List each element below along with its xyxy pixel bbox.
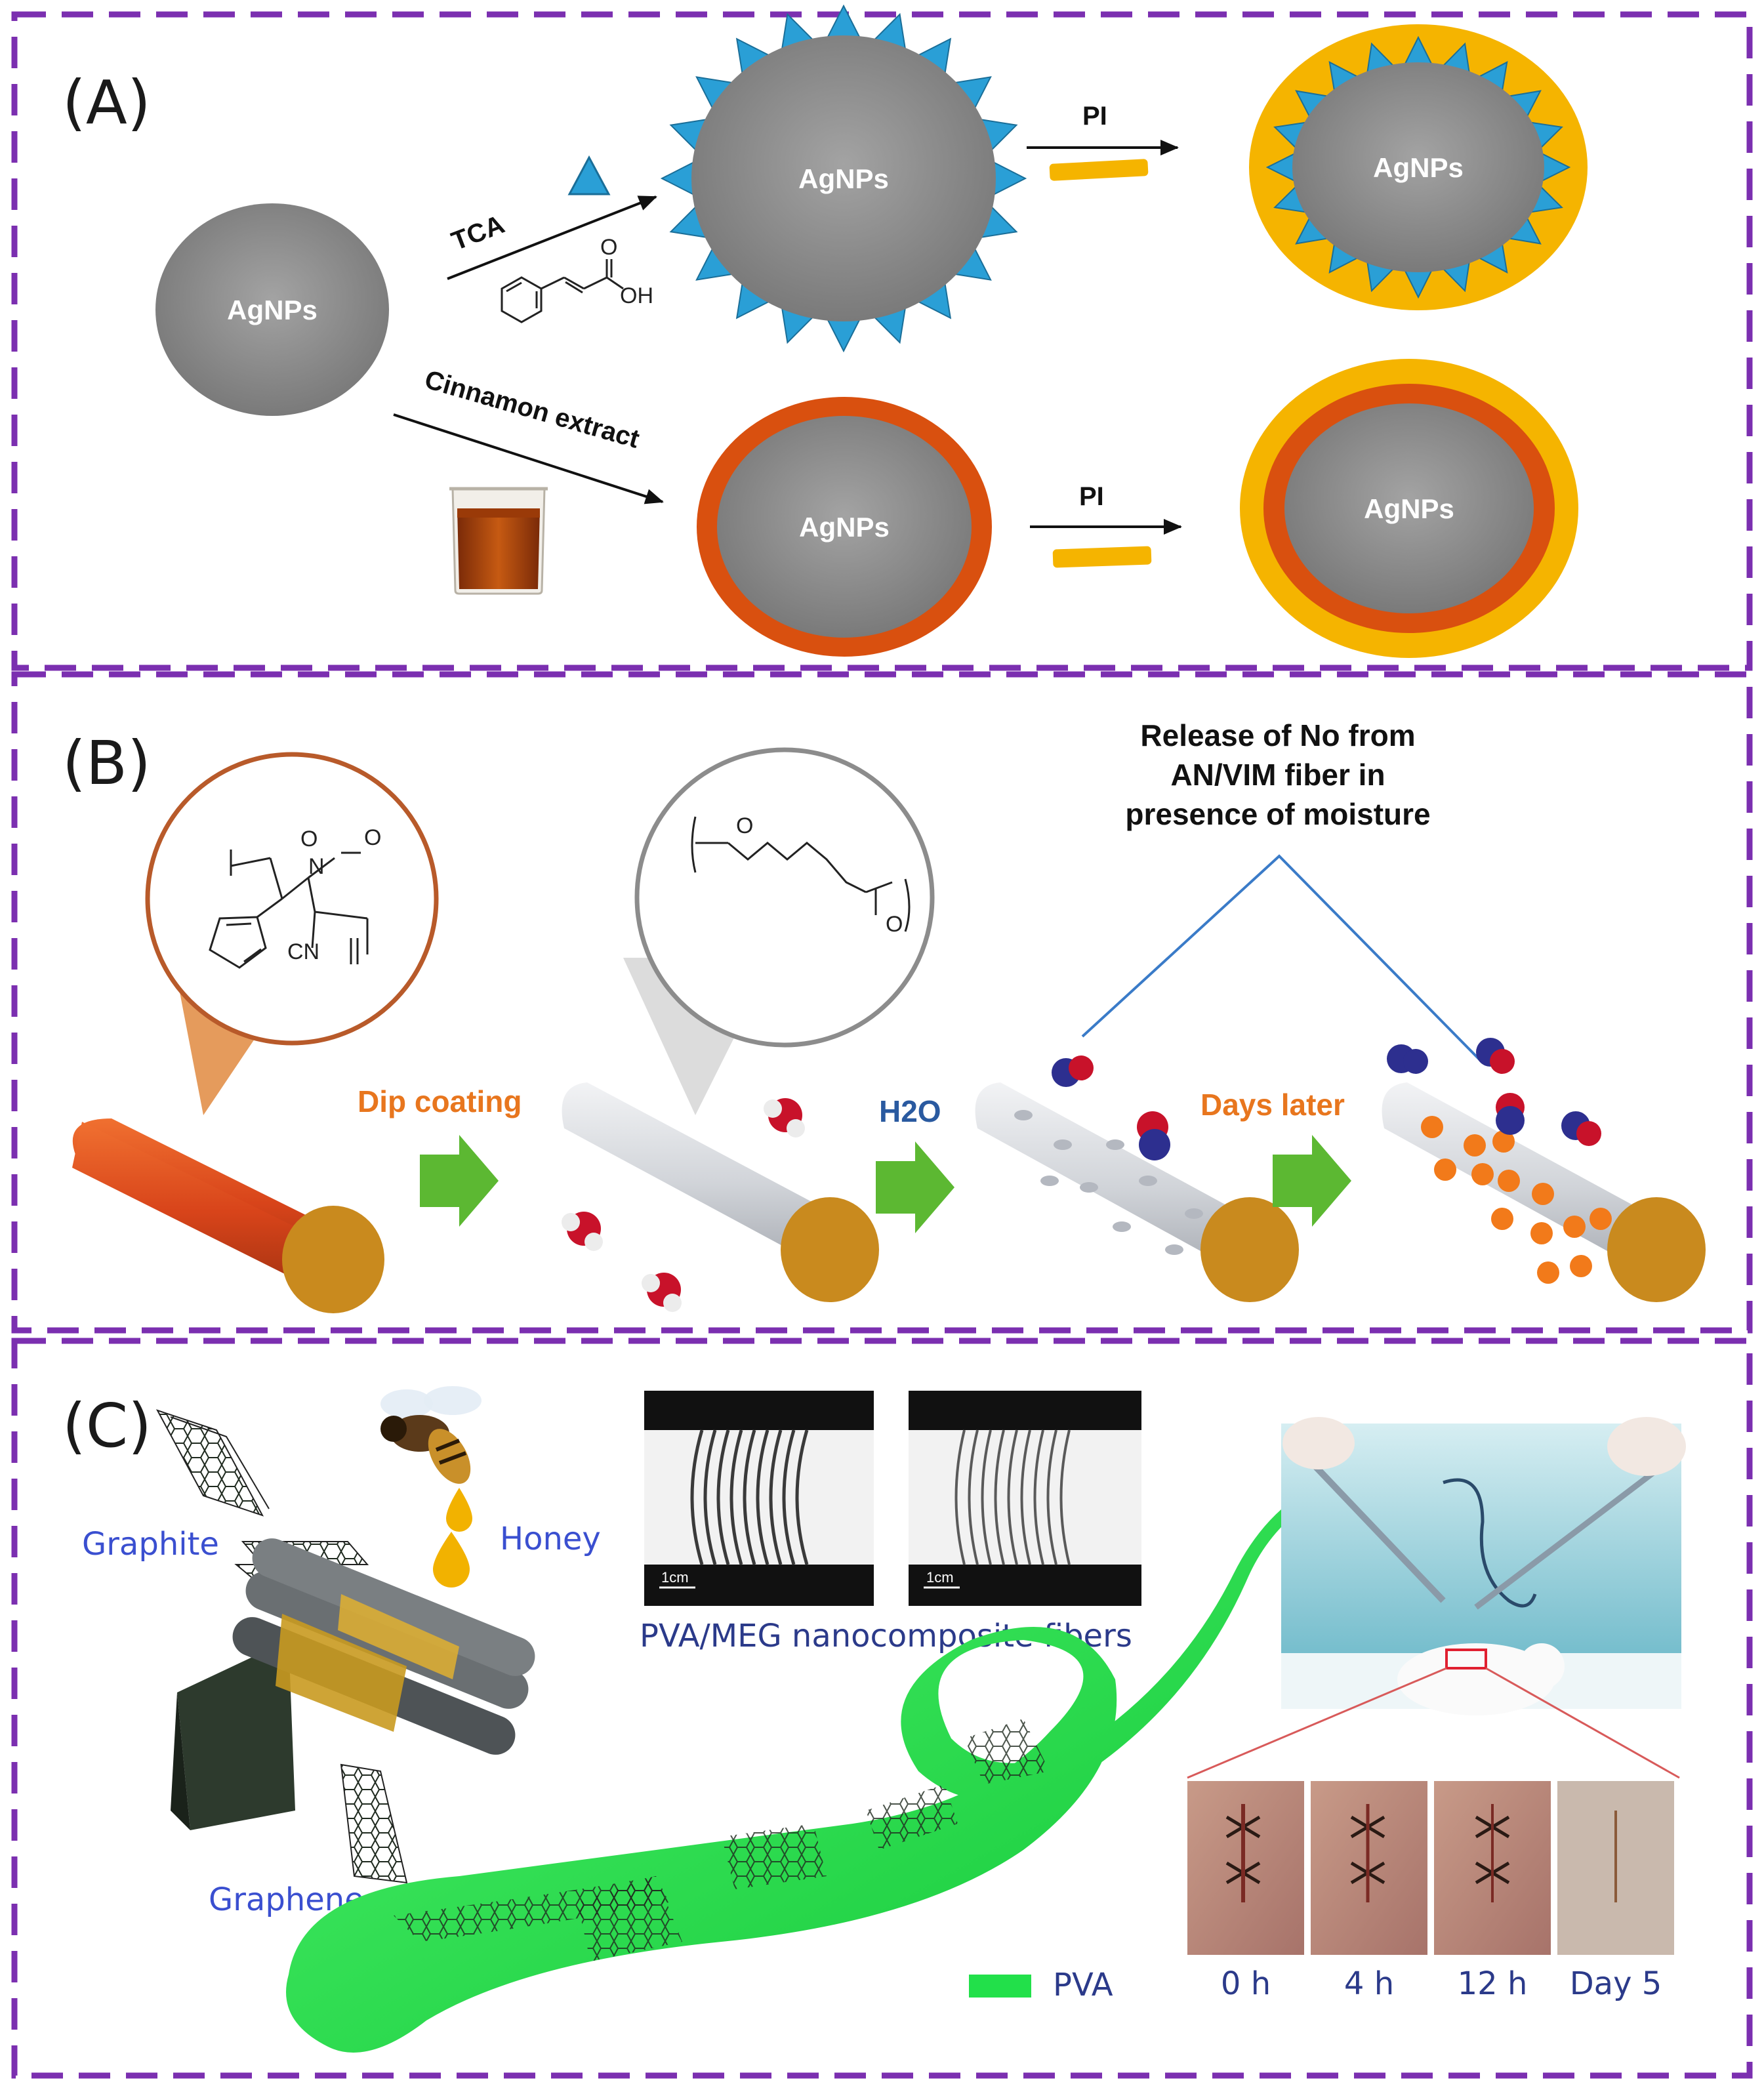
graphite-label: Graphite bbox=[82, 1526, 219, 1563]
agnp-initial-label: AgNPs bbox=[227, 295, 318, 325]
agnp-cinnamon-pi-label: AgNPs bbox=[1364, 493, 1454, 524]
water-molecule-icon bbox=[562, 1212, 603, 1251]
frame-panel-a bbox=[11, 11, 1753, 671]
water-molecule-icon bbox=[642, 1273, 682, 1312]
agnp-cinnamon-coated: AgNPs bbox=[697, 397, 992, 657]
timepoint-day5: Day 5 bbox=[1570, 1965, 1662, 2002]
panel-c: (C) Graphite Honey bbox=[62, 1386, 1686, 2053]
honey-drop-icon bbox=[433, 1532, 470, 1588]
wound-photo-4h bbox=[1311, 1781, 1427, 1955]
green-arrow-2 bbox=[876, 1141, 954, 1233]
panel-b-label: (B) bbox=[62, 728, 151, 798]
surgery-photo bbox=[1281, 1417, 1686, 1715]
tca-label: TCA bbox=[447, 210, 508, 256]
cinnamon-beaker-icon bbox=[449, 487, 548, 595]
cinnamon-label: Cinnamon extract bbox=[422, 365, 643, 453]
released-fiber bbox=[1382, 1082, 1706, 1302]
agnp-cinnamon-pi-coated: AgNPs bbox=[1240, 359, 1578, 658]
scale-bar-label-2: 1cm bbox=[926, 1569, 954, 1586]
frame-panel-b bbox=[11, 671, 1753, 1334]
green-arrow-1 bbox=[420, 1135, 499, 1227]
bee-icon bbox=[380, 1386, 482, 1484]
tca-spikes bbox=[660, 4, 1027, 353]
tca-triangle-icon bbox=[567, 155, 611, 195]
no-molecule-icon bbox=[1387, 1044, 1428, 1074]
agnp-cinnamon-label: AgNPs bbox=[799, 512, 890, 543]
cinnamon-arrow bbox=[393, 413, 664, 504]
water-molecule-icon bbox=[764, 1098, 805, 1137]
panel-c-label: (C) bbox=[62, 1391, 152, 1461]
zoom-line-right bbox=[1485, 1667, 1680, 1779]
tca-arrow bbox=[447, 195, 657, 280]
agnp-initial: AgNPs bbox=[155, 203, 389, 416]
an-vim-structure-icon bbox=[209, 850, 369, 969]
agnp-tca-pi-coated: AgNPs bbox=[1249, 24, 1588, 310]
release-text-line1: Release of No from bbox=[1140, 718, 1415, 752]
zoom-line-left bbox=[1187, 1667, 1447, 1779]
pi-label-bottom: PI bbox=[1079, 482, 1104, 511]
panel-a: (A) AgNPs TCA O OH AgNPs bbox=[62, 4, 1588, 658]
h2o-label: H2O bbox=[879, 1094, 941, 1128]
pva-ribbon bbox=[286, 1496, 1302, 2053]
release-pointer-lines bbox=[1081, 854, 1484, 1064]
agnp-tca-label: AgNPs bbox=[798, 163, 889, 194]
agnp-tca-coated: AgNPs bbox=[660, 4, 1027, 353]
panel-a-label: (A) bbox=[62, 68, 151, 138]
legend-pva-swatch bbox=[969, 1975, 1031, 1998]
wound-photo-day5 bbox=[1557, 1781, 1674, 1955]
timepoint-12h: 12 h bbox=[1458, 1965, 1528, 2002]
pi-label-top: PI bbox=[1082, 102, 1107, 131]
no-molecule-icon bbox=[1561, 1111, 1601, 1146]
frame-panel-c bbox=[11, 1338, 1753, 2079]
green-arrow-3 bbox=[1273, 1135, 1351, 1227]
agnp-tca-pi-label: AgNPs bbox=[1373, 152, 1464, 183]
pi-strip-bottom bbox=[1052, 546, 1152, 568]
honey-drop-icon bbox=[446, 1488, 472, 1532]
dip-coating-label: Dip coating bbox=[358, 1084, 522, 1118]
release-text-line2: AN/VIM fiber in bbox=[1170, 758, 1385, 792]
legend-pva-label: PVA bbox=[1053, 1967, 1113, 2003]
wound-photo-12h bbox=[1434, 1781, 1551, 1955]
pcl-coated-fiber bbox=[562, 1082, 879, 1302]
an-vim-fiber bbox=[72, 1118, 384, 1313]
wound-photo-0h bbox=[1187, 1781, 1304, 1955]
panel-b: (B) Release of No from AN/VIM fiber in p… bbox=[62, 718, 1706, 1313]
an-vim-o-label-2: O bbox=[364, 825, 381, 850]
pcl-o-label-1: O bbox=[736, 813, 753, 838]
pcl-o-label-2: O bbox=[886, 912, 903, 937]
pcl-structure-icon bbox=[691, 816, 911, 932]
pi-strip-top bbox=[1049, 159, 1149, 181]
milling-machine-icon bbox=[171, 1538, 535, 1830]
cinnamic-o-label: O bbox=[600, 235, 617, 260]
timepoint-4h: 4 h bbox=[1344, 1965, 1394, 2002]
no-molecule-icon bbox=[1476, 1038, 1515, 1074]
no-molecule-icon bbox=[1496, 1093, 1525, 1135]
scale-bar-label-1: 1cm bbox=[661, 1569, 689, 1586]
an-vim-n-label: N bbox=[308, 854, 325, 879]
no-molecule-icon bbox=[1137, 1111, 1170, 1160]
no-molecule-icon bbox=[1052, 1055, 1094, 1087]
an-vim-o-label-1: O bbox=[300, 827, 318, 851]
cinnamic-acid-structure-icon bbox=[501, 259, 624, 323]
days-later-label: Days later bbox=[1200, 1088, 1345, 1122]
graphene-sheet-icon bbox=[340, 1763, 408, 1884]
fiber-photo-2: 1cm bbox=[909, 1391, 1141, 1606]
cinnamic-oh-label: OH bbox=[620, 283, 653, 308]
fiber-photo-1: 1cm bbox=[644, 1391, 874, 1606]
timepoint-0h: 0 h bbox=[1221, 1965, 1271, 2002]
porous-fiber bbox=[975, 1082, 1299, 1302]
honey-label: Honey bbox=[500, 1521, 601, 1557]
magnifier-circle-2 bbox=[634, 747, 935, 1048]
release-text-line3: presence of moisture bbox=[1125, 797, 1430, 831]
an-vim-cn-label: CN bbox=[287, 939, 319, 964]
magnifier-circle-1 bbox=[145, 752, 439, 1046]
panel-frames bbox=[11, 11, 1753, 2079]
